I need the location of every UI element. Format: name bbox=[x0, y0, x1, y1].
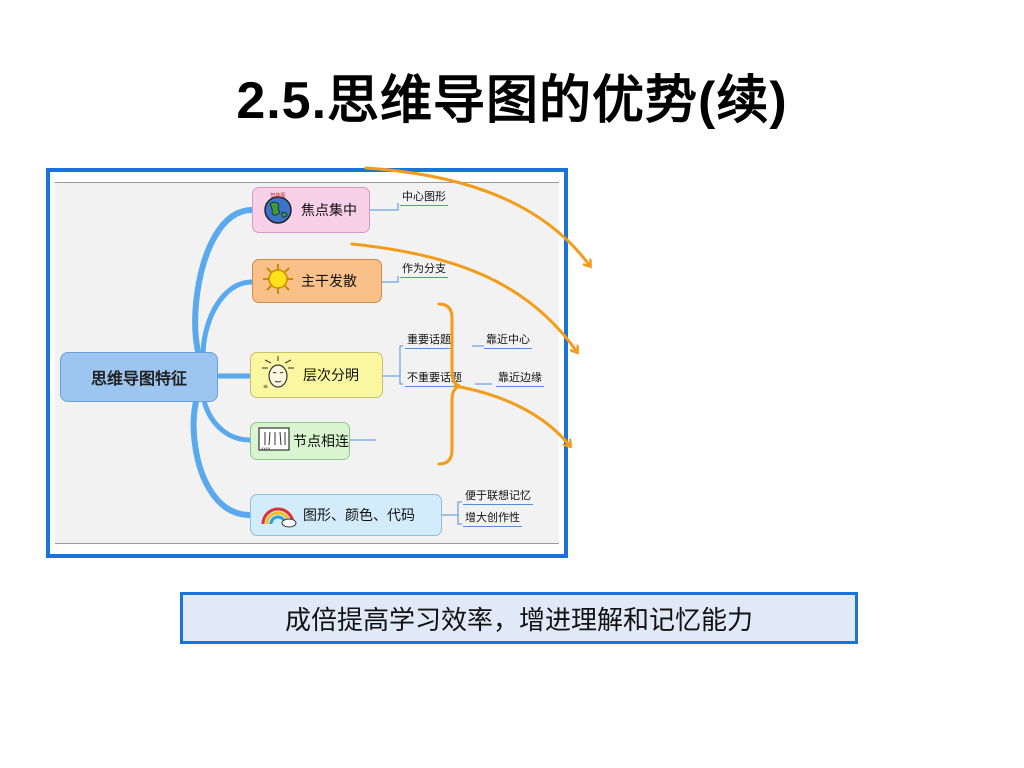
arrow-1 bbox=[364, 166, 590, 266]
svg-text:xxxx: xxxx bbox=[261, 446, 271, 451]
branch-node-focus[interactable]: 智能图 焦点集中 bbox=[252, 187, 370, 233]
svg-text:≡: ≡ bbox=[263, 383, 268, 390]
branch-label-focus: 焦点集中 bbox=[301, 203, 357, 219]
summary-text: 成倍提高学习效率，增进理解和记忆能力 bbox=[284, 605, 753, 636]
sub-as-branch[interactable]: 作为分支 bbox=[400, 260, 448, 278]
connector-3b bbox=[399, 376, 403, 385]
sub-center-image[interactable]: 中心图形 bbox=[400, 188, 448, 206]
rainbow-icon bbox=[259, 498, 297, 532]
branch-label-hierarchy: 层次分明 bbox=[303, 368, 359, 384]
branch-node-hierarchy[interactable]: ≡ 层次分明 bbox=[250, 352, 383, 398]
branch-label-connected: 节点相连 bbox=[293, 434, 349, 450]
arrow-2 bbox=[350, 242, 577, 352]
sub-important-topic[interactable]: 重要话题 bbox=[405, 331, 453, 349]
orange-brace bbox=[437, 302, 461, 466]
connector-5a bbox=[442, 501, 462, 516]
branch-node-graphics[interactable]: 图形、颜色、代码 bbox=[250, 494, 442, 536]
branch-node-radiate[interactable]: 主干发散 bbox=[252, 259, 382, 303]
notebook-icon: xxxx bbox=[257, 425, 291, 457]
sub-creativity[interactable]: 增大创作性 bbox=[463, 509, 522, 527]
connector-5b bbox=[457, 515, 462, 525]
sub-near-edge[interactable]: 靠近边缘 bbox=[496, 369, 544, 387]
globe-icon: 智能图 bbox=[261, 191, 295, 229]
central-node[interactable]: 思维导图特征 bbox=[60, 352, 218, 402]
arrow-3 bbox=[453, 384, 570, 446]
connector-3a bbox=[383, 345, 403, 377]
summary-box: 成倍提高学习效率，增进理解和记忆能力 bbox=[180, 592, 858, 644]
sun-icon bbox=[261, 262, 295, 300]
connector-2 bbox=[382, 276, 399, 283]
svg-text:智能图: 智能图 bbox=[270, 192, 285, 199]
sub-minor-topic[interactable]: 不重要话题 bbox=[405, 369, 464, 387]
slide-title: 2.5.思维导图的优势(续) bbox=[236, 72, 788, 130]
head-icon: ≡ bbox=[259, 354, 297, 396]
branch-node-connected[interactable]: xxxx 节点相连 bbox=[250, 422, 350, 460]
connector-1 bbox=[370, 203, 399, 211]
sub-association-memory[interactable]: 便于联想记忆 bbox=[463, 487, 533, 505]
branch-label-graphics: 图形、颜色、代码 bbox=[303, 508, 415, 524]
branch-label-radiate: 主干发散 bbox=[301, 274, 357, 290]
sub-near-center[interactable]: 靠近中心 bbox=[484, 331, 532, 349]
